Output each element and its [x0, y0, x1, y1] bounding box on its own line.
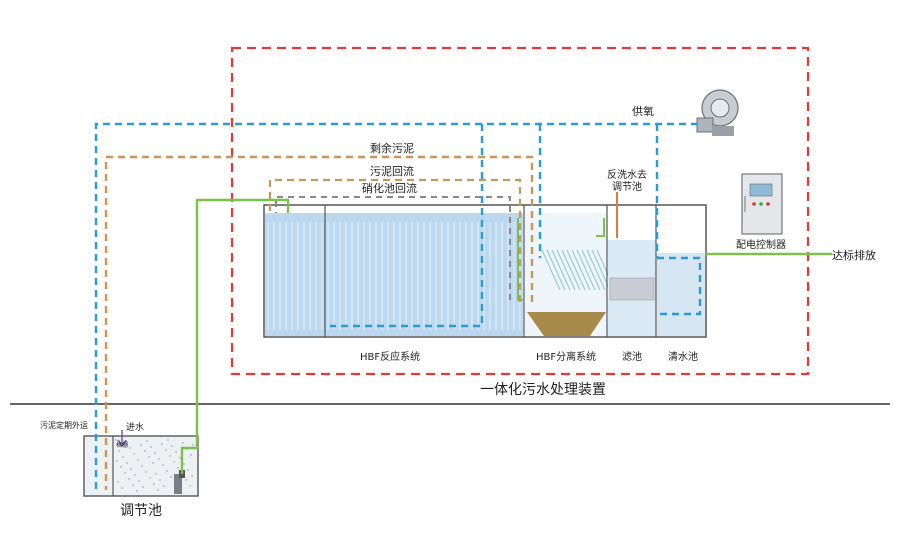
label-excess-sludge: 剩余污泥 [370, 141, 414, 155]
label-sludge-return: 污泥回流 [370, 164, 414, 178]
lamella-plate [556, 249, 576, 291]
water-speck [137, 479, 141, 483]
inflow-arrow-icon [117, 430, 127, 448]
label-clear-tank: 清水池 [668, 350, 698, 363]
label-discharge: 达标排放 [832, 248, 876, 262]
control-cabinet-icon [741, 173, 783, 235]
water-speck [148, 476, 152, 480]
label-integrated-device: 一体化污水处理装置 [480, 382, 606, 398]
water-speck [168, 454, 172, 458]
water-speck [143, 449, 147, 453]
lamella-plates [541, 249, 616, 291]
water-speck [141, 485, 145, 489]
water-speck [189, 453, 193, 457]
influent-line [180, 198, 290, 474]
water-speck [169, 475, 173, 479]
water-speck [125, 461, 129, 465]
water-speck [162, 484, 166, 488]
label-inflow: 进水 [126, 421, 144, 433]
integrated-device-enclosure [230, 46, 810, 376]
label-nitrification-return: 硝化池回流 [362, 181, 417, 195]
water-speck [157, 457, 161, 461]
lamella-plate [581, 249, 601, 291]
water-speck [160, 442, 164, 446]
water-speck [128, 446, 132, 450]
blower-icon [696, 89, 739, 136]
label-filter-tank: 滤池 [622, 350, 642, 363]
filter-media [609, 277, 655, 301]
label-hbf-reactor: HBF反应系统 [360, 350, 420, 363]
lamella-plate [561, 249, 581, 291]
water-speck [115, 459, 119, 463]
water-speck [121, 455, 125, 459]
water-speck [166, 438, 170, 442]
water-speck [184, 478, 188, 482]
oxygen-supply-line [94, 122, 702, 490]
wastewater [114, 438, 195, 493]
water-speck [190, 474, 194, 478]
water-speck [178, 456, 182, 460]
lamella-plate [551, 249, 571, 291]
water-speck [139, 443, 143, 447]
water-speck [191, 443, 195, 447]
water-speck [140, 464, 144, 468]
excess-sludge-line [104, 155, 534, 490]
water-speck [149, 445, 153, 449]
water-speck [170, 444, 174, 448]
biofilm-media [267, 222, 521, 330]
water-speck [133, 473, 137, 477]
water-speck [151, 461, 155, 465]
transfer-line [517, 218, 605, 301]
label-backwash-target: 调节池 [612, 180, 642, 193]
clear-water-tank [657, 253, 705, 336]
label-hbf-separation: HBF分离系统 [536, 350, 596, 363]
label-grille: 格栅 [116, 441, 128, 449]
water-speck [132, 452, 136, 456]
water-speck [156, 488, 160, 492]
water-speck [120, 486, 124, 490]
sludge-return-line [268, 178, 522, 302]
water-speck [135, 489, 139, 493]
label-sludge-outbound: 污泥定期外运 [40, 420, 88, 430]
nitrification-return-line [275, 196, 511, 300]
lamella-plate [566, 249, 586, 291]
water-speck [158, 478, 162, 482]
water-speck [129, 467, 133, 471]
water-speck [152, 482, 156, 486]
sludge-hopper [527, 312, 606, 336]
lamella-plate [541, 249, 561, 291]
water-speck [145, 439, 149, 443]
label-regulating-tank: 调节池 [120, 503, 162, 519]
water-speck [131, 483, 135, 487]
lamella-plate [586, 249, 606, 291]
water-speck [182, 462, 186, 466]
lamella-plate [576, 249, 596, 291]
water-speck [181, 441, 185, 445]
lamella-plate [571, 249, 591, 291]
water-speck [119, 465, 123, 469]
water-speck [186, 468, 190, 472]
label-control-cabinet: 配电控制器 [736, 238, 786, 251]
water-speck [165, 469, 169, 473]
water-speck [161, 463, 165, 467]
water-speck [153, 451, 157, 455]
water-speck [176, 466, 180, 470]
water-speck [147, 455, 151, 459]
label-oxygen: 供氧 [632, 104, 654, 118]
water-speck [114, 438, 118, 442]
water-speck [154, 472, 158, 476]
label-backwash: 反洗水去 [607, 169, 647, 181]
water-speck [174, 450, 178, 454]
water-speck [123, 471, 127, 475]
water-speck [144, 470, 148, 474]
water-speck [164, 448, 168, 452]
water-speck [117, 449, 121, 453]
lamella-plate [546, 249, 566, 291]
water-speck [116, 480, 120, 484]
water-speck [188, 484, 192, 488]
water-speck [127, 477, 131, 481]
water-speck [136, 458, 140, 462]
water-speck [172, 460, 176, 464]
